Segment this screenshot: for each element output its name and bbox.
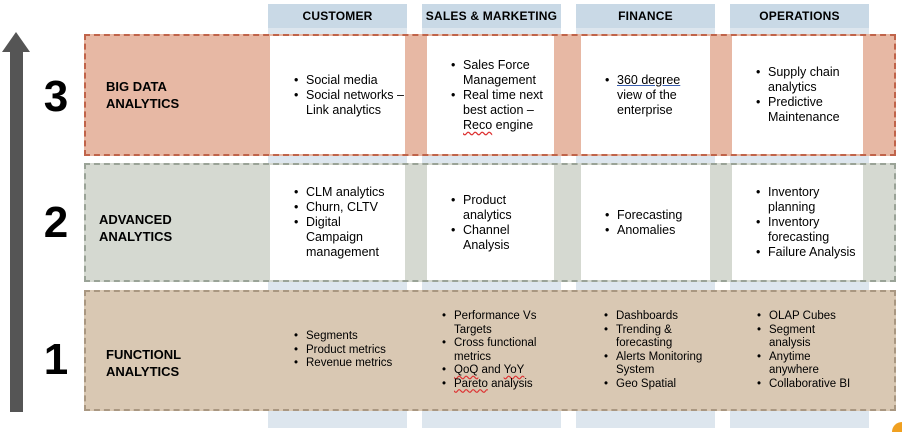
level-label-advanced: ADVANCED ANALYTICS <box>99 211 269 245</box>
cell-advanced-finance: Forecasting Anomalies <box>581 165 710 280</box>
list-item: CLM analytics <box>294 185 384 200</box>
level-label-line2: ANALYTICS <box>106 96 180 111</box>
level-label-functional: FUNCTIONL ANALYTICS <box>106 346 276 380</box>
list-item: Churn, CLTV <box>294 200 385 215</box>
cell-advanced-customer: CLM analytics Churn, CLTV DigitalCampaig… <box>270 165 405 280</box>
column-header-operations: OPERATIONS <box>730 4 869 28</box>
level-label-line2: ANALYTICS <box>106 364 180 379</box>
list-item: Trending &forecasting <box>604 324 702 351</box>
level-label-line1: FUNCTIONL <box>106 347 182 362</box>
list-item: Social media <box>294 73 404 88</box>
list-item: Segments <box>294 330 392 344</box>
list-item: Forecasting <box>605 208 682 223</box>
corner-decoration <box>892 422 902 432</box>
list-item: Revenue metrics <box>294 357 392 371</box>
column-header-finance: FINANCE <box>576 4 715 28</box>
maturity-arrow-head <box>2 32 30 52</box>
list-item: Product metrics <box>294 344 392 358</box>
cell-functional-customer: Segments Product metrics Revenue metrics <box>270 292 405 409</box>
cell-big-data-customer: Social media Social networks –Link analy… <box>270 36 405 154</box>
list-item: Failure Analysis <box>756 245 855 260</box>
level-number-3: 3 <box>43 72 69 121</box>
list-item: Dashboards <box>604 310 702 324</box>
level-label-line1: BIG DATA <box>106 79 167 94</box>
level-label-line2: ANALYTICS <box>99 229 173 244</box>
list-item: Anomalies <box>605 223 682 238</box>
column-header-sales-marketing: SALES & MARKETING <box>422 4 561 28</box>
level-number-2: 2 <box>43 198 69 247</box>
list-item: QoQ and YoY <box>442 364 536 378</box>
level-number-1: 1 <box>43 335 69 384</box>
column-header-customer: CUSTOMER <box>268 4 407 28</box>
list-item: Social networks –Link analytics <box>294 88 404 118</box>
maturity-arrow-shaft <box>10 50 23 412</box>
list-item: OLAP Cubes <box>757 310 850 324</box>
cell-functional-finance: Dashboards Trending &forecasting Alerts … <box>580 292 720 409</box>
level-label-big-data: BIG DATA ANALYTICS <box>106 78 276 112</box>
list-item: Collaborative BI <box>757 378 850 392</box>
list-item: Pareto analysis <box>442 378 536 392</box>
level-label-line1: ADVANCED <box>99 212 172 227</box>
list-item: Geo Spatial <box>604 378 702 392</box>
